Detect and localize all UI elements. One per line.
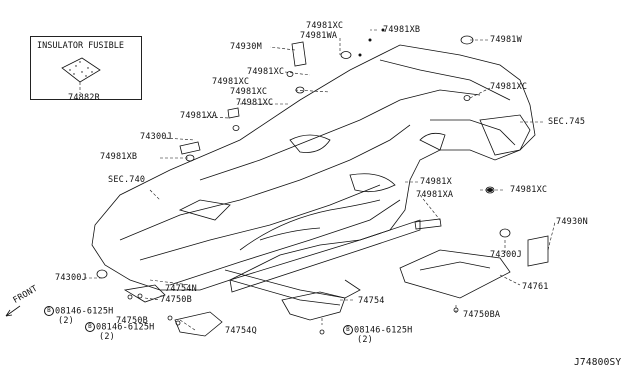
part-label: 74750B (116, 316, 148, 326)
part-label: 74981WA (300, 31, 338, 41)
part-label: 74981XC (212, 77, 250, 87)
part-label: 74300J (55, 273, 87, 283)
bolt-qty: (2) (58, 315, 74, 326)
part-label: 74930M (230, 42, 262, 52)
bolt-circle-icon: B (44, 306, 54, 316)
part-label: 74754N (165, 284, 197, 294)
part-label: 74754 (358, 296, 385, 306)
bolt-part: 08146-6125H (96, 322, 155, 333)
bolt-part: 08146-6125H (354, 325, 413, 336)
section-ref: SEC.740 (108, 175, 146, 185)
part-label: 74981XB (100, 152, 138, 162)
insulator-fusible-box: INSULATOR FUSIBLE 74882R (30, 36, 142, 103)
part-label: 74300J (490, 250, 522, 260)
part-label: 74981XC (230, 87, 268, 97)
part-label: 74754Q (225, 326, 257, 336)
part-label: 74981XC (490, 82, 528, 92)
part-label: 74750B (160, 295, 192, 305)
part-label: 74981XC (510, 185, 548, 195)
insulator-box-title: INSULATOR FUSIBLE (37, 41, 124, 51)
section-ref: SEC.745 (548, 117, 586, 127)
part-label: 74981XC (306, 21, 344, 31)
part-label: 74981XB (383, 25, 421, 35)
part-label: 74981XC (236, 98, 274, 108)
part-label: 74981X (420, 177, 452, 187)
insulator-box-part: 74882R (68, 93, 100, 103)
bolt-circle-icon: B (343, 325, 353, 335)
bolt-part: 08146-6125H (55, 306, 114, 317)
part-label: 74761 (522, 282, 549, 292)
part-label: 74981XA (416, 190, 454, 200)
diagram-code: J74800SY (574, 357, 622, 368)
part-label: 74981XC (247, 67, 285, 77)
part-label: 74300J (140, 132, 172, 142)
bolt-circle-icon: B (85, 322, 95, 332)
part-label: 74930N (556, 217, 588, 227)
part-label: 74750BA (463, 310, 501, 320)
part-label: 74981W (490, 35, 522, 45)
part-label: 74981XA (180, 111, 218, 121)
bolt-qty: (2) (99, 331, 115, 342)
bolt-qty: (2) (357, 334, 373, 345)
